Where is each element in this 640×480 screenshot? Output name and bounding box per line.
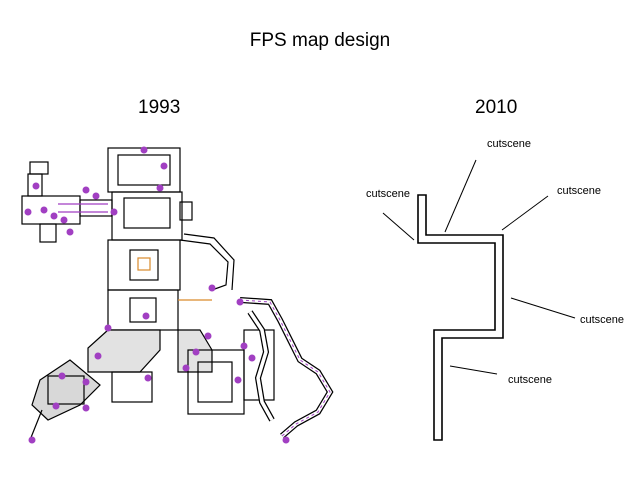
map-room (111, 191, 183, 241)
map-marker (104, 324, 112, 332)
annotation-cutscene: cutscene (366, 188, 410, 200)
map-corridor (183, 233, 235, 291)
map-marker (50, 212, 58, 220)
map-room (129, 297, 157, 323)
map-marker (24, 208, 32, 216)
map-room (129, 249, 159, 281)
year-label-1993: 1993 (138, 97, 181, 118)
annotation-line (382, 212, 415, 241)
map-marker (236, 298, 244, 306)
map-marker (182, 364, 190, 372)
map-marker (110, 208, 118, 216)
map-room (107, 239, 181, 291)
map-marker (82, 186, 90, 194)
map-room (47, 375, 85, 405)
annotation-line (449, 365, 498, 375)
map-marker (58, 372, 66, 380)
map-corridor (79, 199, 113, 217)
map-marker (240, 342, 248, 350)
map-room (87, 329, 161, 373)
map-corridor (29, 409, 43, 441)
map-marker (66, 228, 74, 236)
page-title: FPS map design (249, 30, 391, 51)
door (137, 257, 151, 271)
map-marker (144, 374, 152, 382)
map-room (179, 201, 193, 221)
path-line (239, 299, 331, 437)
map-marker (140, 146, 148, 154)
map-room (123, 197, 171, 229)
map-marker (248, 354, 256, 362)
map-marker (142, 312, 150, 320)
map-marker (192, 348, 200, 356)
annotation-cutscene: cutscene (557, 185, 601, 197)
map-marker (156, 184, 164, 192)
map-1993 (21, 146, 334, 444)
map-room (197, 361, 233, 403)
map-2010: cutscene cutscene cutscene cutscene cuts… (366, 138, 624, 441)
map-marker (208, 284, 216, 292)
map-marker (32, 182, 40, 190)
map-marker (282, 436, 290, 444)
annotation-line (444, 159, 477, 233)
annotation-cutscene: cutscene (487, 138, 531, 150)
annotation-line (501, 195, 549, 231)
map-marker (52, 402, 60, 410)
year-label-2010: 2010 (475, 97, 518, 118)
annotation-cutscene: cutscene (508, 374, 552, 386)
map-room (29, 161, 49, 175)
map-room (117, 154, 171, 186)
map-room (31, 359, 101, 421)
map-room (107, 289, 179, 331)
map-room (39, 223, 57, 243)
map-marker (82, 378, 90, 386)
map-marker (92, 192, 100, 200)
annotation-line (510, 297, 576, 319)
annotation-cutscene: cutscene (580, 314, 624, 326)
map-marker (204, 332, 212, 340)
map-marker (234, 376, 242, 384)
map-corridor-interior (248, 311, 274, 421)
map-corridor (179, 239, 229, 291)
map-marker (94, 352, 102, 360)
map-room (111, 371, 153, 403)
map-marker (160, 162, 168, 170)
map-marker (28, 436, 36, 444)
map-marker (60, 216, 68, 224)
map-marker (82, 404, 90, 412)
linear-corridor (417, 194, 504, 441)
map-marker (40, 206, 48, 214)
annotation-lines (382, 159, 576, 375)
